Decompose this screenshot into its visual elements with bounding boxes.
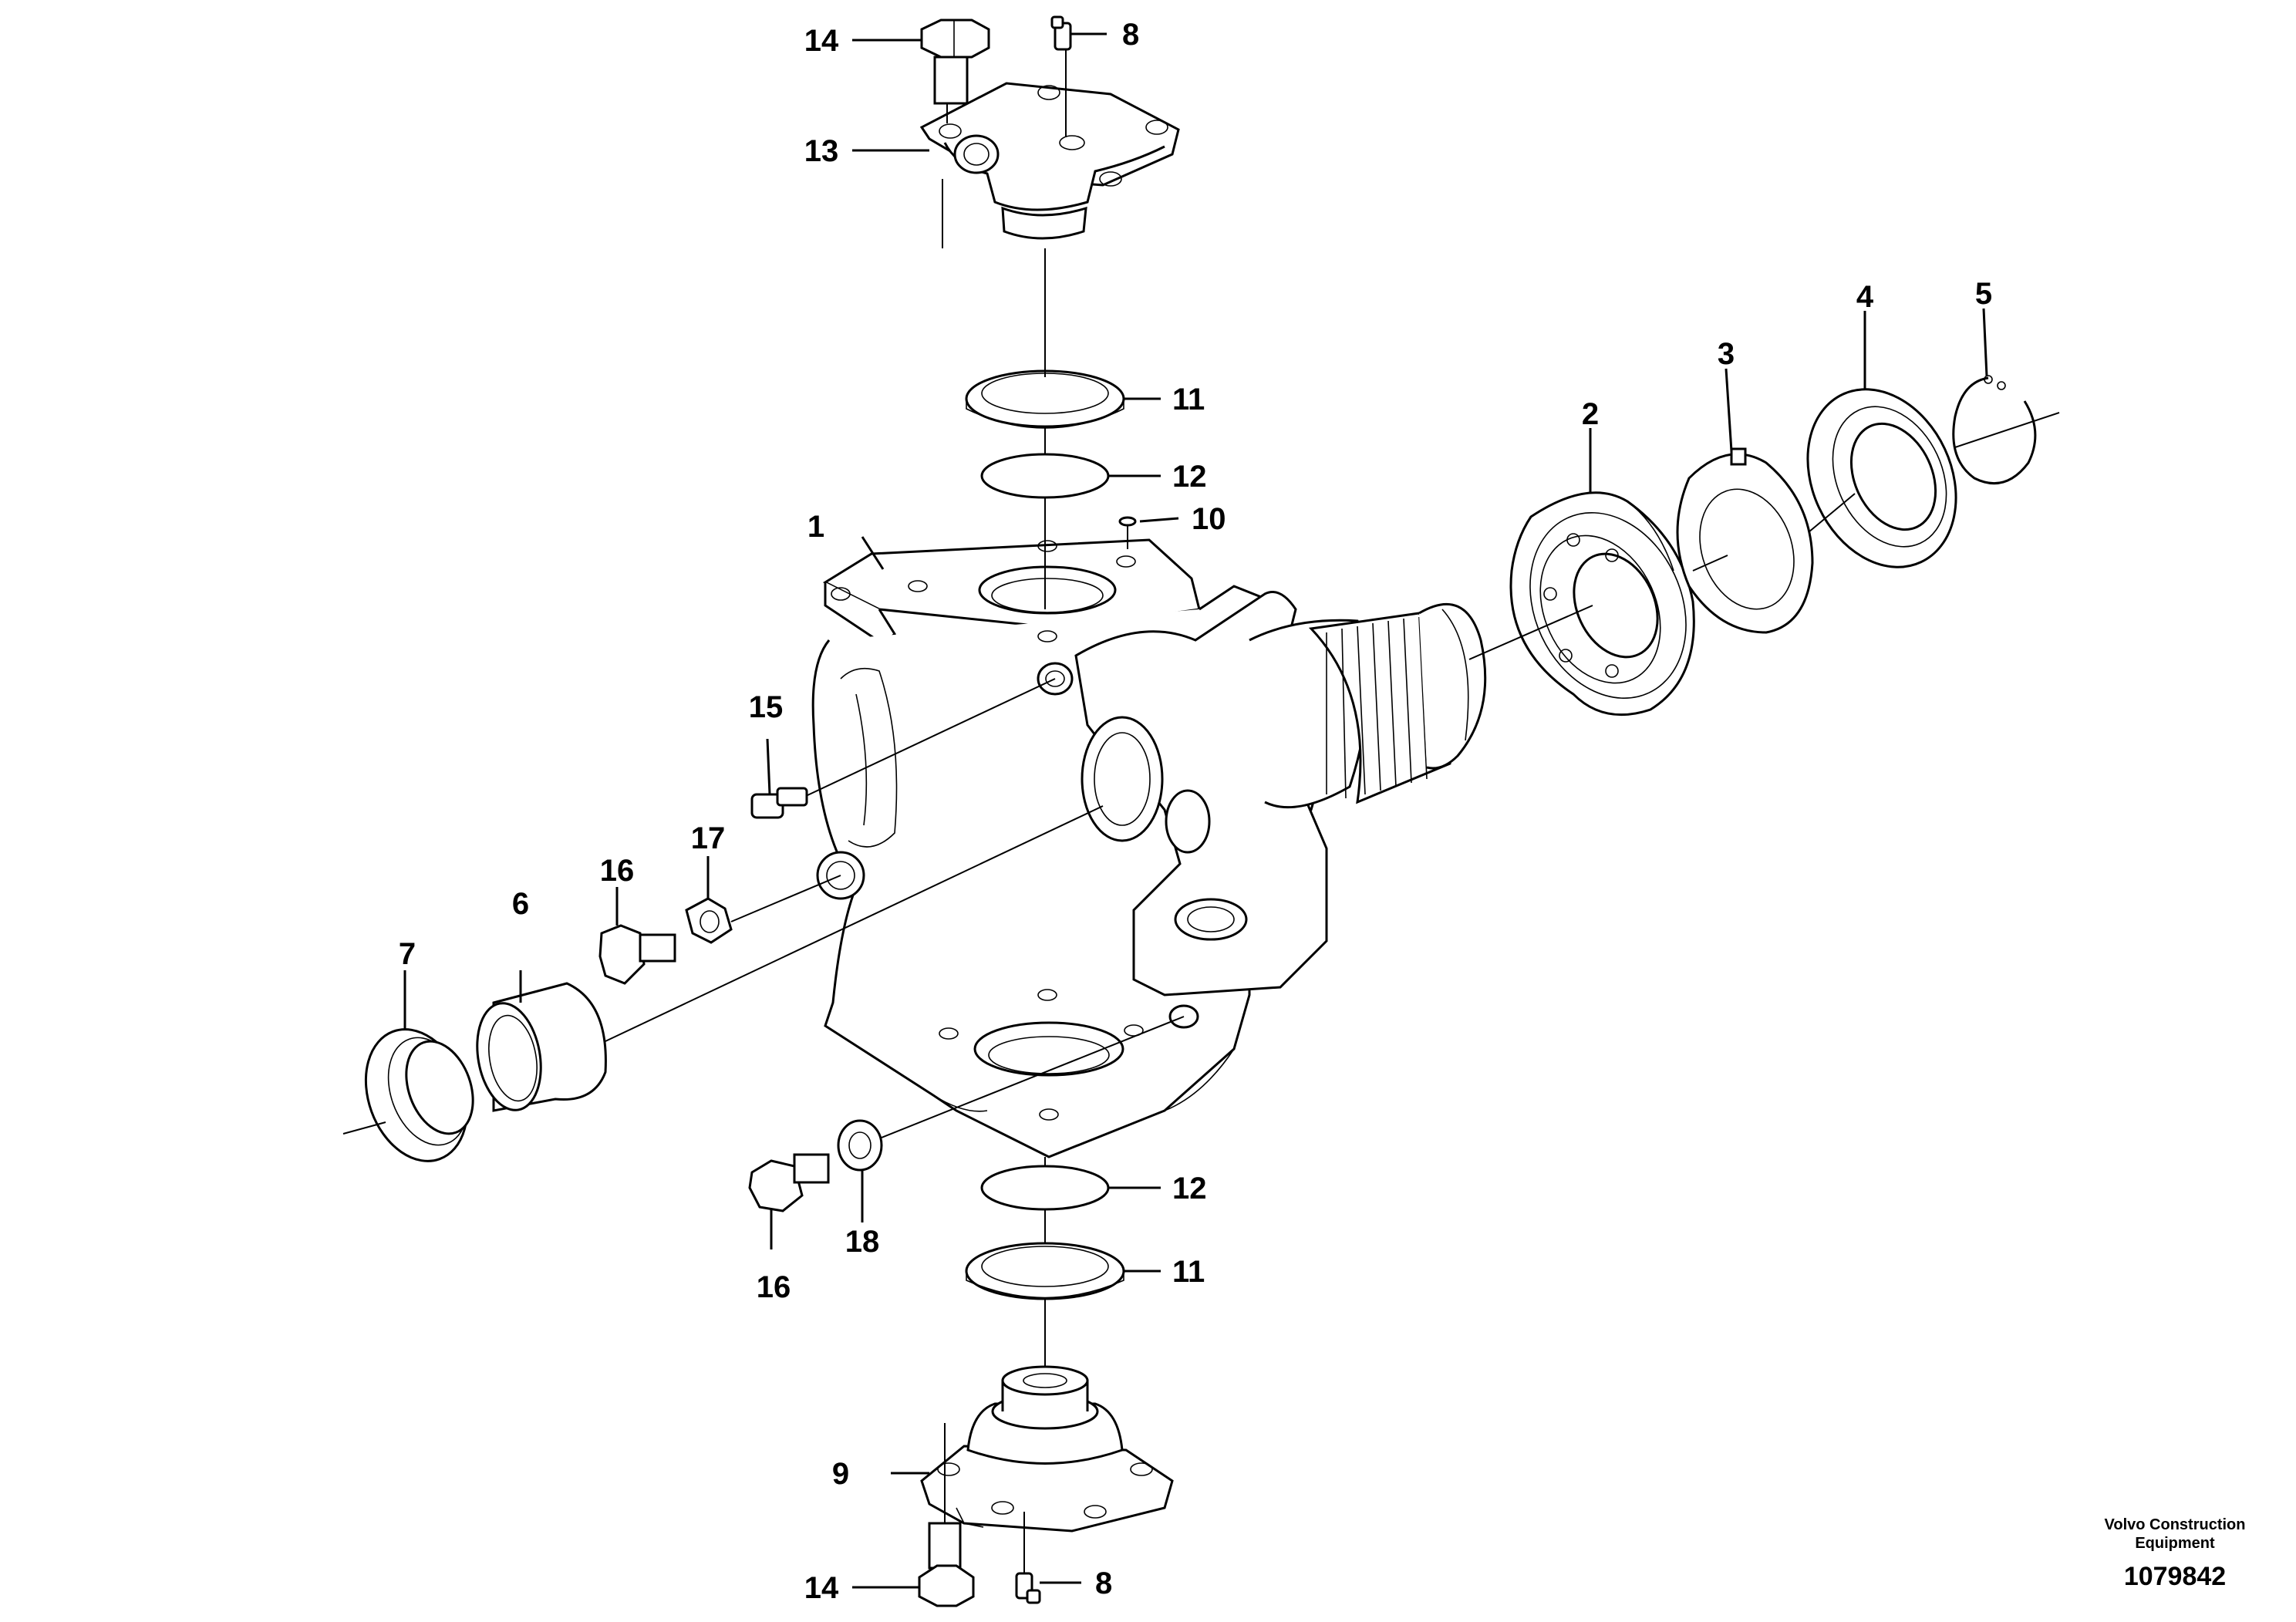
callout-leaders [403, 32, 1988, 1589]
bolt-top [920, 19, 990, 105]
seal-ring-top [965, 369, 1125, 429]
grease-nipple-top [1050, 15, 1072, 51]
callout-15: 15 [749, 690, 784, 724]
bolt-middle [598, 924, 676, 985]
washer-small [1118, 516, 1137, 527]
callout-12-bottom: 12 [1172, 1172, 1207, 1206]
cover-plate-top [919, 82, 1180, 240]
callout-8-top: 8 [1122, 18, 1139, 52]
callout-14-bottom: 14 [804, 1571, 839, 1605]
grease-nipple-bottom [1015, 1572, 1041, 1604]
callout-10: 10 [1192, 502, 1226, 536]
bleeder-screw [750, 787, 808, 819]
callout-9: 9 [832, 1457, 849, 1491]
callout-4: 4 [1856, 280, 1874, 314]
callout-16-top: 16 [600, 854, 635, 888]
snap-ring [1952, 375, 2037, 485]
callout-2: 2 [1582, 397, 1599, 431]
drawing-number: 1079842 [2124, 1562, 2226, 1591]
callout-8-bottom: 8 [1095, 1566, 1112, 1600]
wheel-hub [1509, 491, 1695, 717]
callout-16-bottom: 16 [757, 1270, 791, 1304]
thrust-washer [1676, 447, 1814, 634]
callout-6: 6 [512, 887, 529, 921]
washer-18 [837, 1119, 883, 1172]
nut [685, 897, 733, 944]
callout-17: 17 [691, 821, 726, 855]
company-name-line1: Volvo Construction [2105, 1516, 2246, 1533]
callout-18: 18 [845, 1225, 880, 1259]
shim-bottom [980, 1165, 1110, 1211]
seal-ring-bottom [965, 1242, 1125, 1300]
callout-11-bottom: 11 [1172, 1255, 1205, 1289]
bushing [476, 982, 607, 1112]
callout-13: 13 [804, 134, 839, 168]
callout-12-top: 12 [1172, 460, 1207, 494]
bolt-lower [748, 1153, 830, 1212]
oil-seal [364, 1028, 474, 1162]
callout-11-top: 11 [1172, 383, 1205, 416]
callout-7: 7 [399, 937, 416, 971]
callout-3: 3 [1718, 337, 1735, 371]
bolt-bottom [918, 1522, 975, 1607]
callout-5: 5 [1975, 277, 1992, 311]
spindle-splines [1249, 602, 1487, 809]
callout-labels: 1 2 3 4 5 6 7 8 8 9 10 11 11 12 12 13 14… [399, 18, 1992, 1605]
shim-top [980, 453, 1110, 499]
assembly-lines [342, 49, 2060, 1573]
cover-plate-bottom [920, 1365, 1174, 1533]
callout-14-top: 14 [804, 24, 839, 58]
bearing-ring [1806, 388, 1957, 568]
company-name-line2: Equipment [2135, 1535, 2215, 1552]
steering-knuckle-housing [811, 538, 1328, 1158]
footer-block: Volvo Construction Equipment 1079842 [2105, 1516, 2246, 1591]
callout-1: 1 [807, 510, 824, 544]
